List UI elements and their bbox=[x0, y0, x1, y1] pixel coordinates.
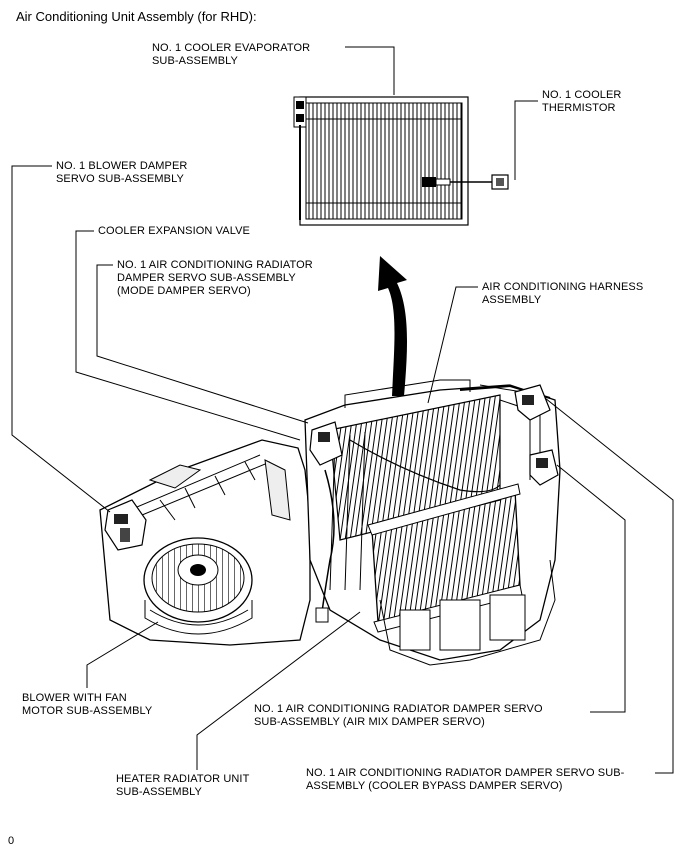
label-air-mix-damper-servo: NO. 1 AIR CONDITIONING RADIATOR DAMPER S… bbox=[254, 703, 543, 728]
label-blower-motor: BLOWER WITH FAN MOTOR SUB-ASSEMBLY bbox=[22, 692, 153, 717]
footer-mark: 0 bbox=[8, 835, 15, 847]
diagram-title: Air Conditioning Unit Assembly (for RHD)… bbox=[16, 9, 257, 24]
label-thermistor: NO. 1 COOLER THERMISTOR bbox=[542, 89, 622, 114]
harness bbox=[315, 439, 501, 623]
leader-lines bbox=[11, 46, 674, 774]
label-expansion-valve: COOLER EXPANSION VALVE bbox=[98, 225, 250, 237]
evaporator-core bbox=[293, 96, 469, 226]
thermistor bbox=[422, 174, 509, 190]
mode-damper-servo bbox=[309, 421, 343, 466]
label-evaporator: NO. 1 COOLER EVAPORATOR SUB-ASSEMBLY bbox=[152, 42, 311, 67]
label-heater-radiator: HEATER RADIATOR UNIT SUB-ASSEMBLY bbox=[116, 773, 250, 798]
cooler-bypass-damper-servo bbox=[514, 384, 551, 421]
label-harness: AIR CONDITIONING HARNESS ASSEMBLY bbox=[482, 281, 644, 306]
air-mix-damper-servo bbox=[529, 449, 559, 486]
removal-arrow bbox=[378, 256, 408, 396]
blower-damper-servo bbox=[104, 499, 147, 551]
lower-case bbox=[379, 559, 556, 666]
label-cooler-bypass-damper-servo: NO. 1 AIR CONDITIONING RADIATOR DAMPER S… bbox=[306, 767, 625, 792]
label-blower-damper-servo: NO. 1 BLOWER DAMPER SERVO SUB-ASSEMBLY bbox=[56, 160, 188, 185]
blower-housing bbox=[99, 439, 311, 646]
label-mode-damper-servo: NO. 1 AIR CONDITIONING RADIATOR DAMPER S… bbox=[117, 259, 313, 297]
